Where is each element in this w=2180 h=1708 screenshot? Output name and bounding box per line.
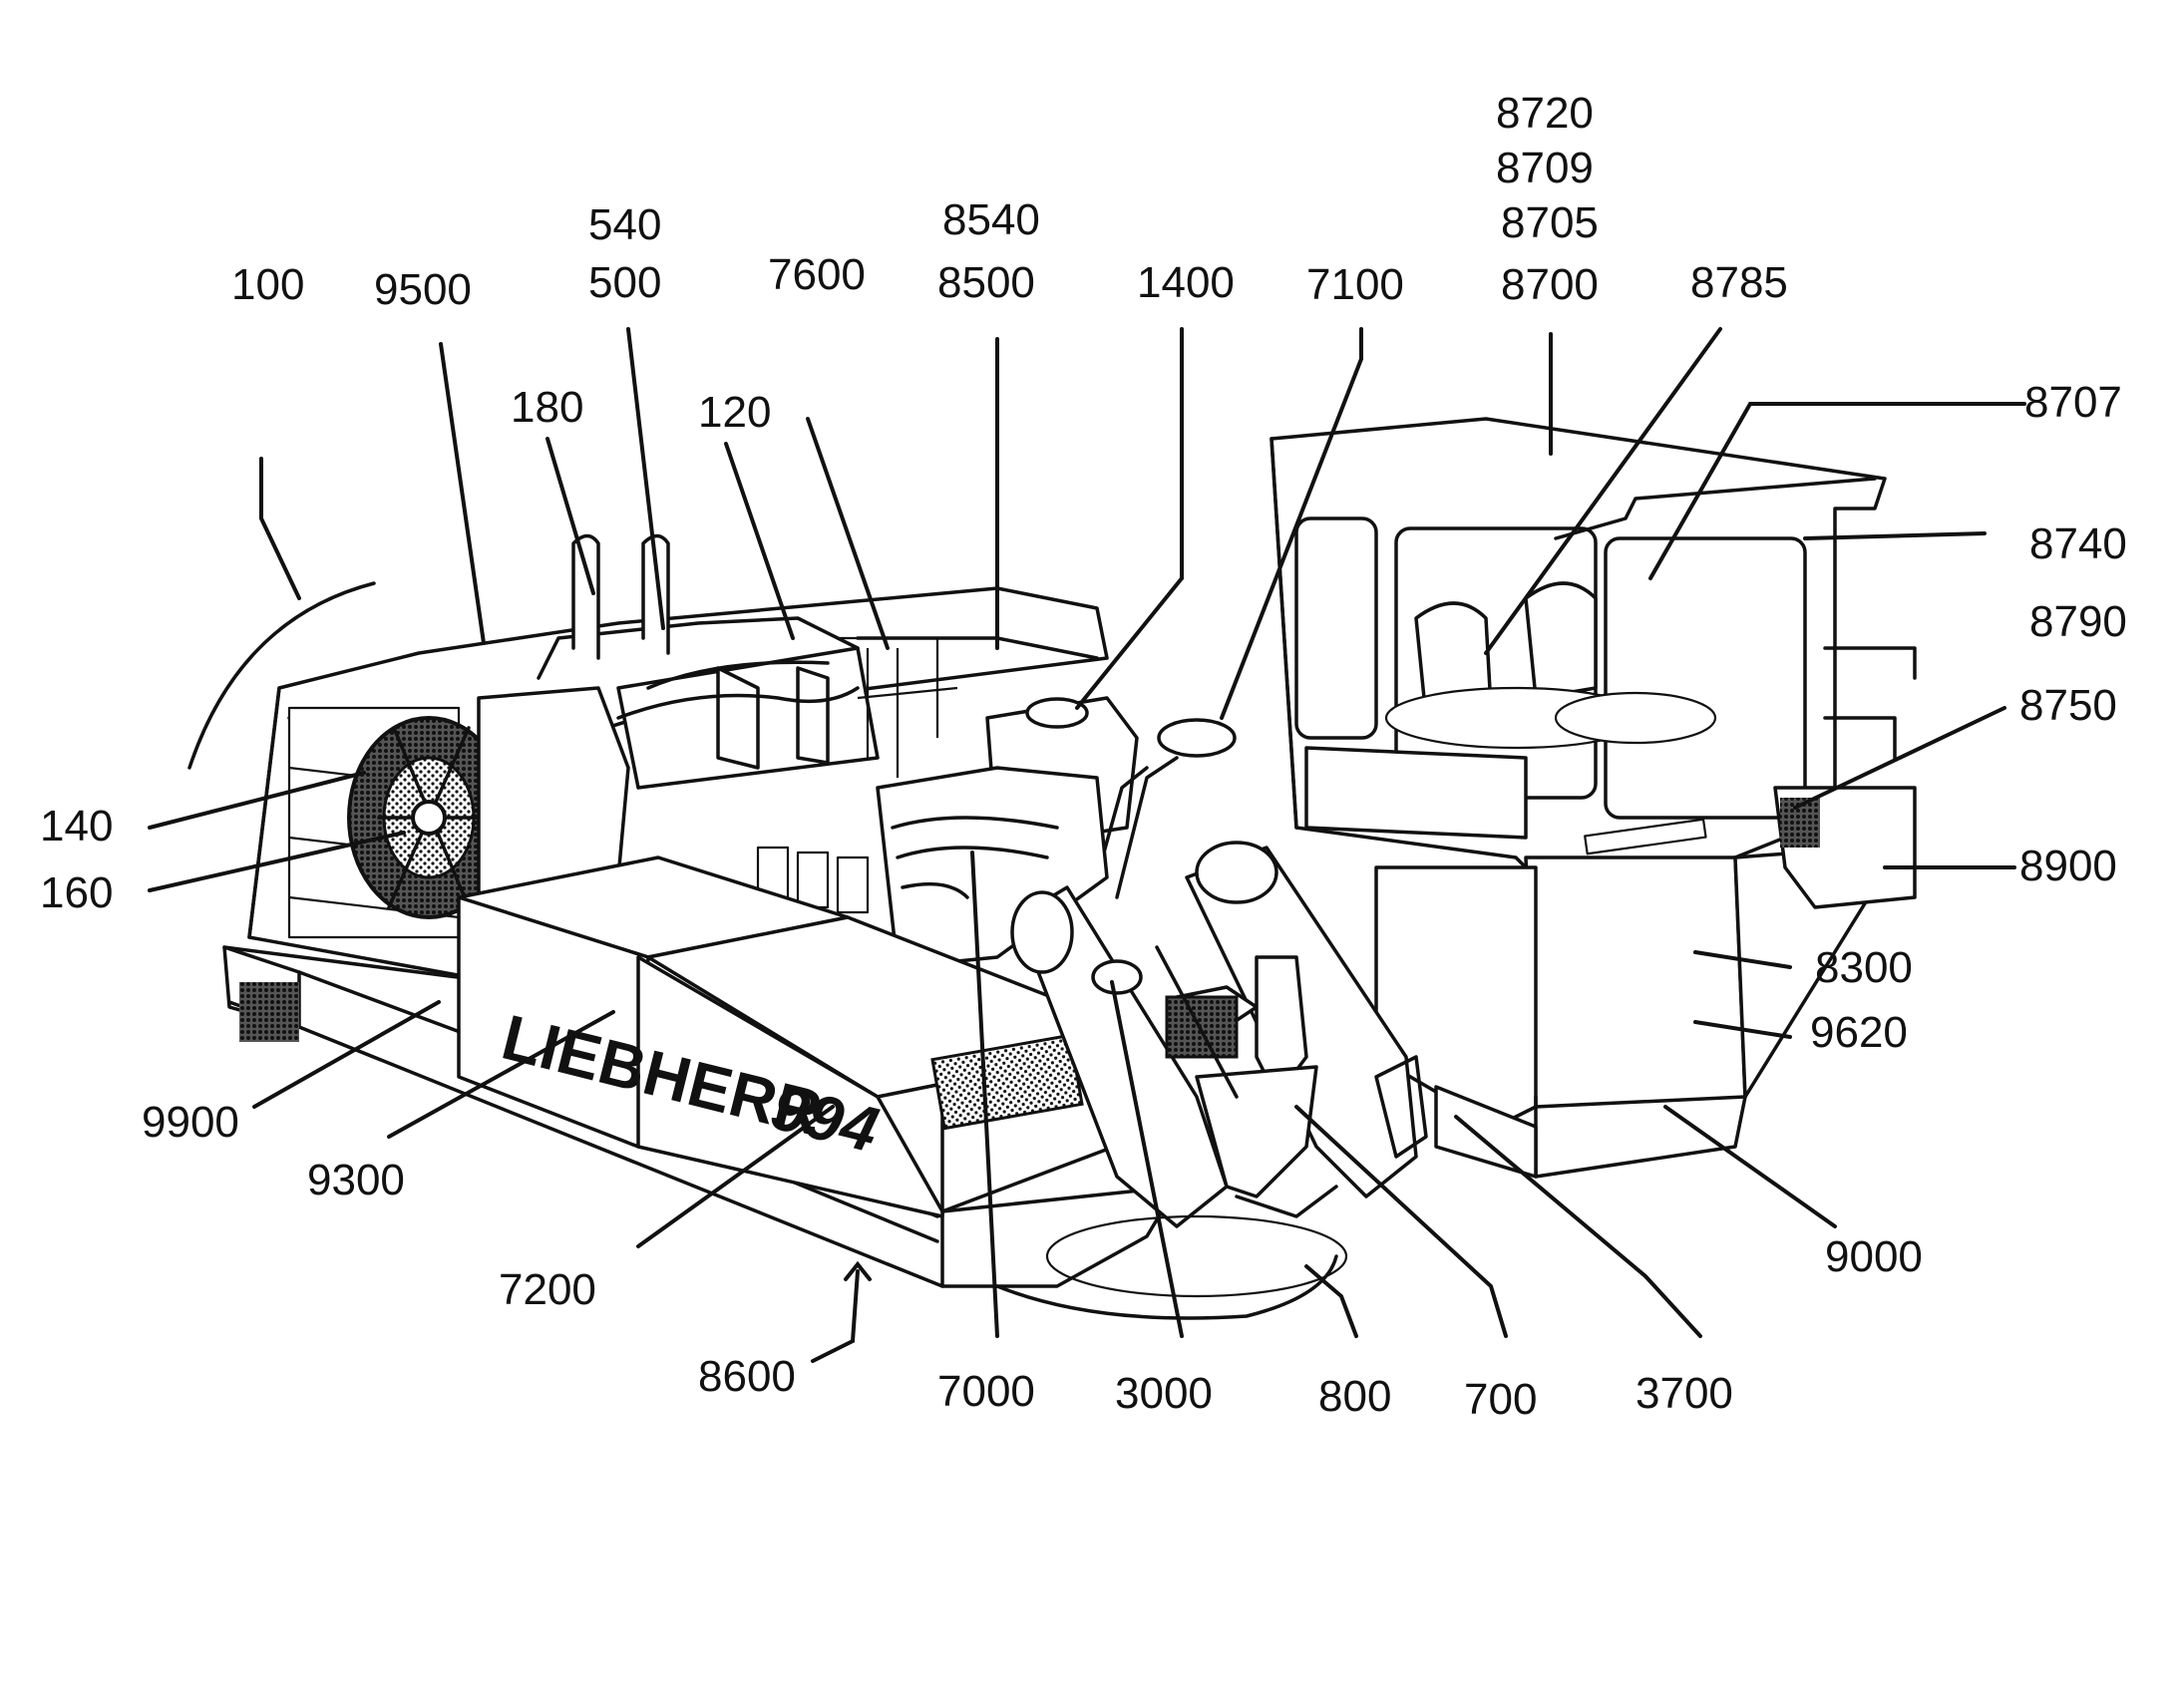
- operator-cab: [1270, 417, 1917, 1179]
- label-7000: 7000: [937, 1367, 1035, 1416]
- label-8700: 8700: [1501, 260, 1599, 309]
- label-500: 500: [588, 258, 661, 307]
- label-700: 700: [1464, 1375, 1537, 1424]
- boom-attachment: [995, 841, 1428, 1320]
- engine-compartment: [477, 533, 1099, 914]
- side-hoods: LIEBHERR 994: [457, 855, 1169, 1218]
- label-8785: 8785: [1690, 258, 1788, 307]
- rear-swing-arc: [187, 581, 376, 770]
- label-9620: 9620: [1810, 1008, 1908, 1057]
- label-8707: 8707: [2024, 378, 2122, 427]
- label-8740: 8740: [2029, 519, 2127, 568]
- label-540: 540: [588, 200, 661, 249]
- label-8540: 8540: [942, 195, 1040, 244]
- label-8300: 8300: [1815, 943, 1913, 992]
- label-8705: 8705: [1501, 198, 1599, 247]
- label-8900: 8900: [2019, 842, 2117, 890]
- label-180: 180: [511, 383, 583, 432]
- label-3700: 3700: [1635, 1369, 1733, 1418]
- label-140: 140: [40, 802, 113, 851]
- label-9300: 9300: [307, 1156, 405, 1204]
- label-8790: 8790: [2029, 597, 2127, 646]
- label-9000: 9000: [1825, 1232, 1923, 1281]
- label-8750: 8750: [2019, 681, 2117, 730]
- leader-lines: [148, 327, 2026, 1363]
- label-7200: 7200: [499, 1265, 596, 1314]
- machine-drawing: LIEBHERR 994: [187, 417, 1917, 1320]
- label-9500: 9500: [374, 265, 472, 314]
- label-9900: 9900: [142, 1098, 239, 1147]
- label-3000: 3000: [1115, 1369, 1213, 1418]
- label-7600: 7600: [768, 250, 866, 299]
- label-8600: 8600: [698, 1352, 796, 1401]
- radiator-fan: [347, 716, 511, 919]
- label-100: 100: [231, 260, 304, 309]
- label-800: 800: [1318, 1372, 1391, 1421]
- label-7100: 7100: [1306, 260, 1404, 309]
- label-8500: 8500: [937, 258, 1035, 307]
- label-1400: 1400: [1137, 258, 1235, 307]
- label-8709: 8709: [1496, 144, 1594, 192]
- reference-labels: 100 9500 540 500 7600 8540 8500 1400 710…: [40, 89, 2127, 1424]
- label-120: 120: [698, 388, 771, 437]
- label-160: 160: [40, 868, 113, 917]
- label-8720: 8720: [1496, 89, 1594, 138]
